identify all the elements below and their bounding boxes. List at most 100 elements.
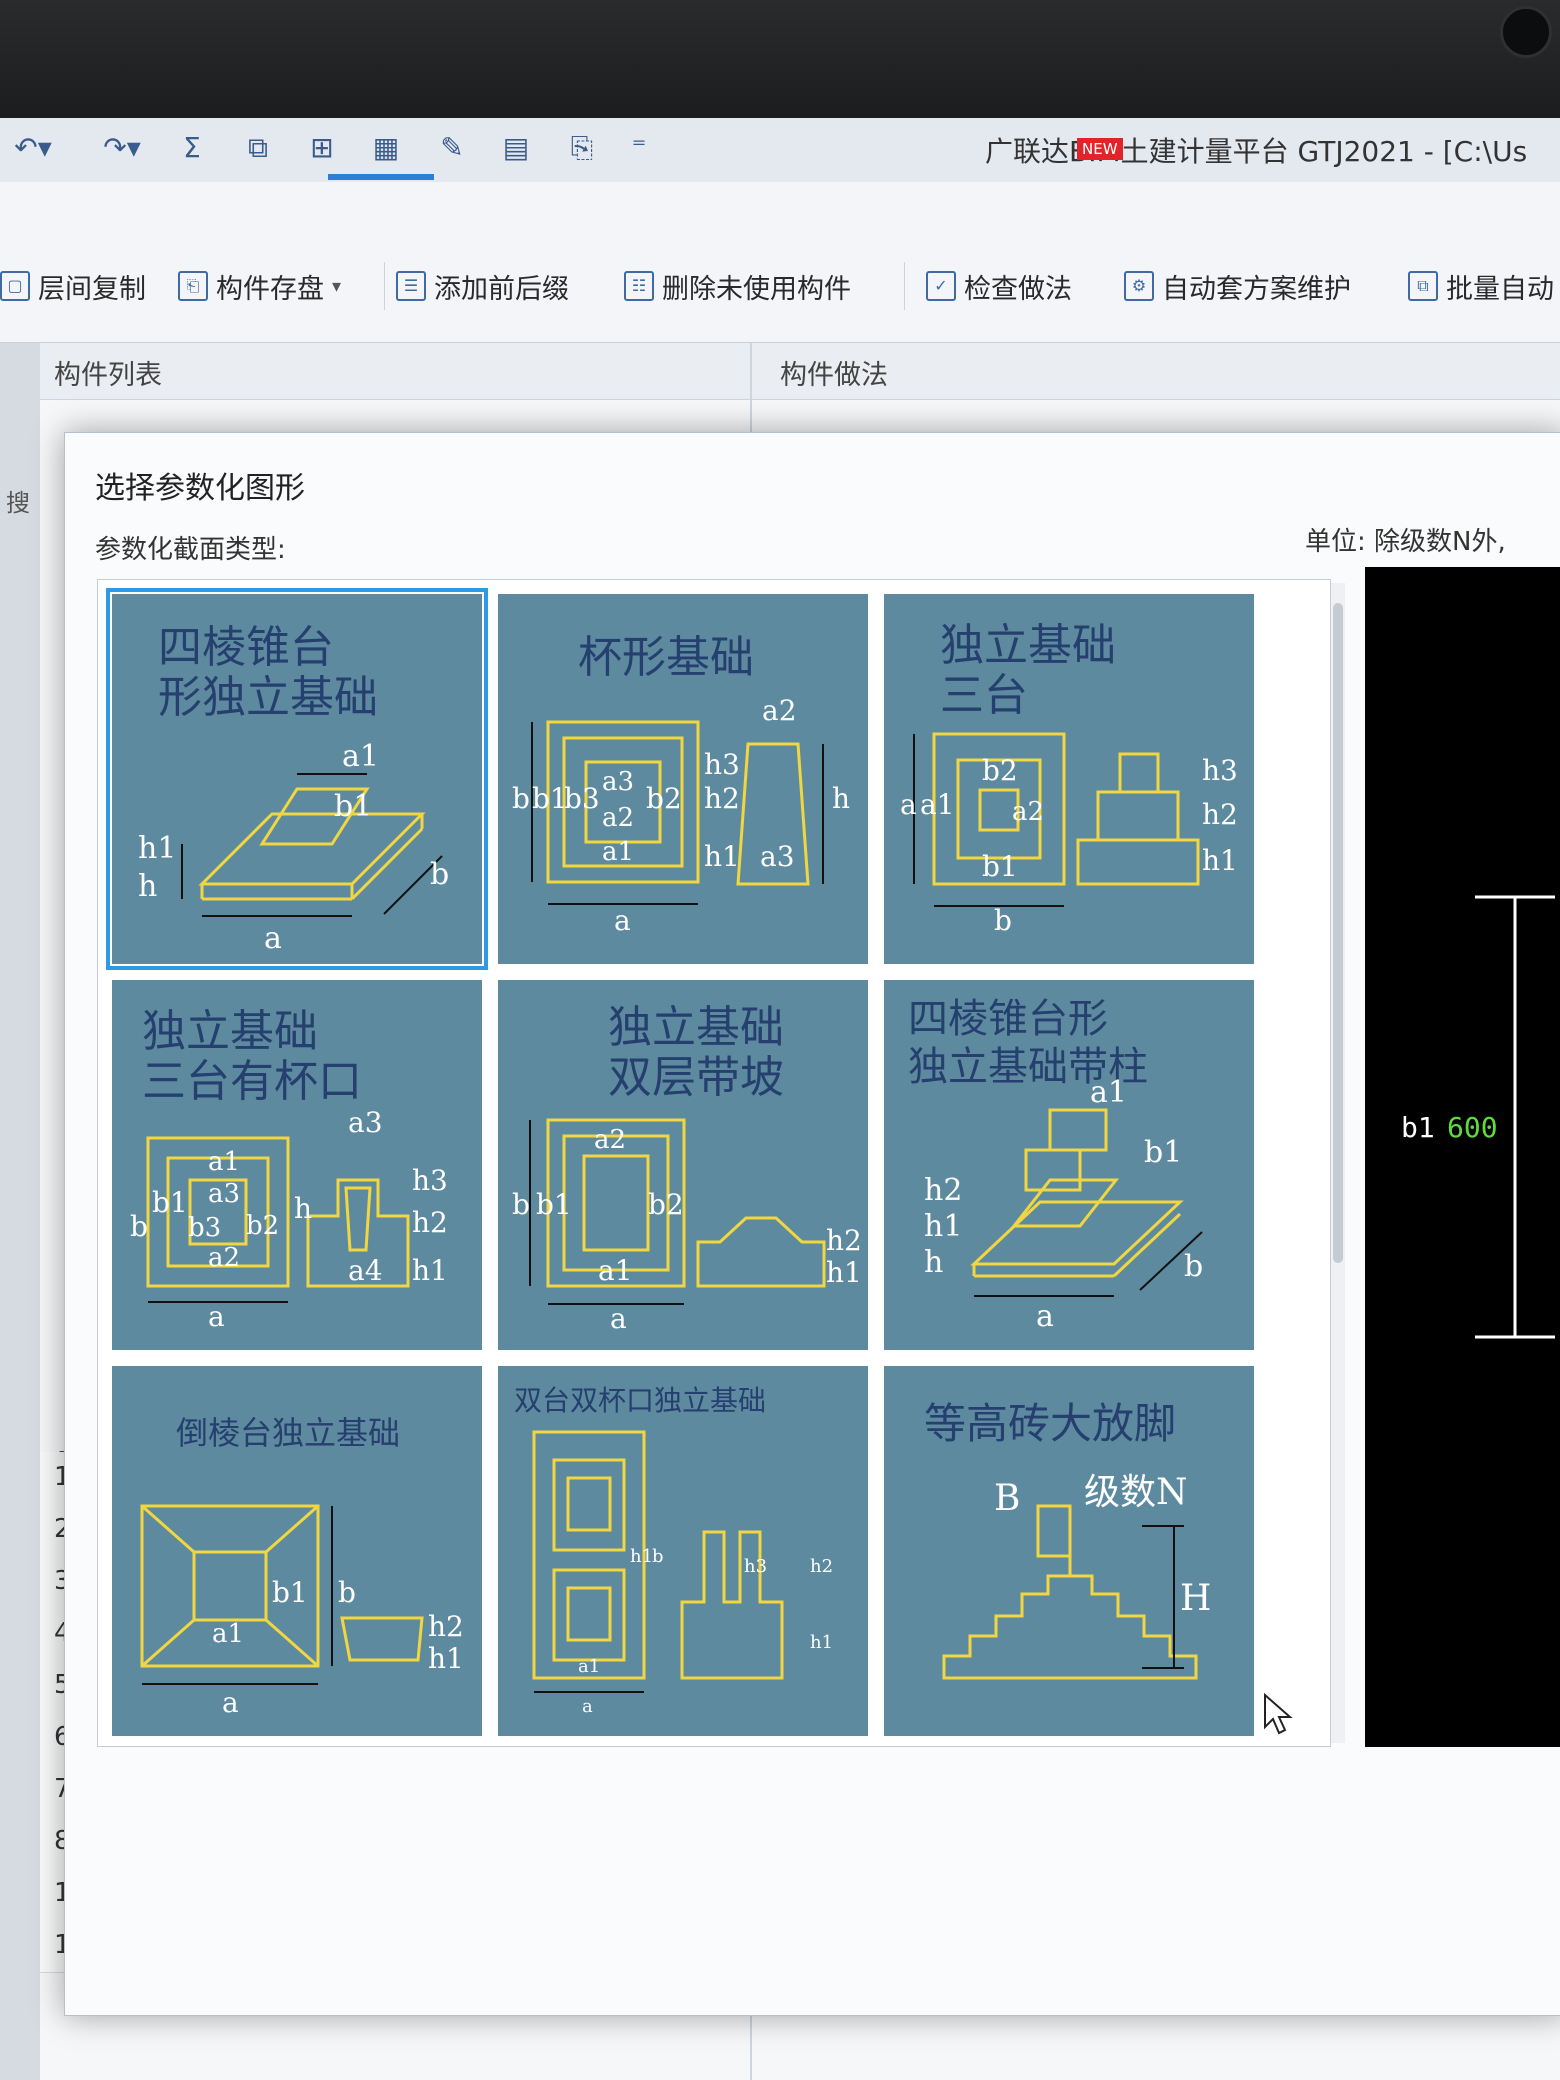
dim-label: b1 [532, 782, 568, 815]
dim-label: b2 [246, 1211, 279, 1241]
dim-label: h2 [704, 782, 740, 815]
tile-drawing: 独立基础 三台 a a1 b2 a2 b1 b h3 h2 [900, 620, 1238, 937]
dim-label: a [610, 1302, 627, 1335]
dim-label: a1 [602, 837, 634, 867]
add-prefix-suffix-button[interactable]: ☰ 添加前后缀 [396, 266, 569, 306]
dim-label: a3 [602, 767, 634, 797]
save-component-button[interactable]: ⎗ 构件存盘 ▾ [178, 266, 341, 306]
left-tab-search[interactable]: 搜 [6, 489, 30, 517]
dim-label: a3 [208, 1179, 240, 1209]
tile-title: 独立基础带柱 [908, 1044, 1148, 1090]
edit-icon[interactable]: ✎ [440, 131, 464, 164]
dim-label: 级数N [1084, 1472, 1188, 1513]
panel-header [752, 343, 1560, 400]
preview-drawing: b1 600 [1401, 895, 1555, 1339]
dim-label: b3 [188, 1213, 221, 1243]
dim-label: h1 [428, 1642, 464, 1675]
dim-label: b1 [1144, 1135, 1182, 1170]
floor-copy-icon: ▢ [0, 271, 30, 301]
shape-grid: 四棱锥台 形独立基础 a1 b1 h1 h a b [97, 579, 1331, 1747]
shape-tile[interactable]: 杯形基础 a2 b b1 b3 a3 b2 a2 a1 a h3 [498, 594, 868, 964]
divider [904, 262, 905, 310]
shape-tile[interactable]: 双台双杯口独立基础 b h1 h3 h2 h1 a1 a [498, 1366, 868, 1736]
dim-label: a3 [760, 840, 795, 873]
shape-tile[interactable]: 独立基础 三台有杯口 a1 a3 a2 b1 b b3 b2 a a [112, 980, 482, 1350]
dim-label: a3 [348, 1106, 383, 1139]
dim-label: a1 [578, 1656, 600, 1677]
tile-title: 三台有杯口 [142, 1056, 362, 1107]
dim-label: a2 [594, 1125, 626, 1155]
dim-label: b [1184, 1249, 1203, 1284]
undo-icon[interactable]: ↶▾ [14, 131, 52, 164]
scrollbar-thumb[interactable] [1333, 603, 1343, 1263]
dim-label: a4 [348, 1254, 383, 1287]
tile-title: 四棱锥台形 [908, 996, 1108, 1042]
shape-tile[interactable]: 四棱锥台形 独立基础带柱 a1 b1 h2 h1 h a b [884, 980, 1254, 1350]
dim-label: a [1036, 1299, 1054, 1334]
grid-icon[interactable]: ▦ [372, 131, 400, 164]
table-icon[interactable]: ⊞ [310, 131, 334, 164]
ribbon-toolbar: ▢ 层间复制 ⎗ 构件存盘 ▾ ☰ 添加前后缀 ☷ 删除未使用构件 ✓ 检查做法… [0, 182, 1560, 343]
auto-scheme-button[interactable]: ⚙ 自动套方案维护 [1124, 266, 1351, 306]
dim-label: h1 [924, 1209, 962, 1244]
shape-tile[interactable]: 等高砖大放脚 B 级数N H [884, 1366, 1254, 1736]
dim-label: b3 [564, 782, 600, 815]
select-parametric-shape-dialog: 选择参数化图形 参数化截面类型: 单位: 除级数N外, 四棱锥台 形独立基础 a… [64, 432, 1560, 2016]
check-method-button[interactable]: ✓ 检查做法 [926, 266, 1072, 306]
chevron-down-icon[interactable]: ▾ [332, 275, 342, 297]
shape-tile[interactable]: 独立基础 双层带坡 a2 b b1 b2 a1 a h2 h1 [498, 980, 868, 1350]
dim-label: h1 [412, 1254, 448, 1287]
tile-drawing: 倒棱台独立基础 b1 b a1 a h2 h1 [140, 1414, 464, 1719]
dim-label: h [138, 869, 157, 904]
floor-copy-button[interactable]: ▢ 层间复制 [0, 266, 146, 306]
shape-tile[interactable]: 四棱锥台 形独立基础 a1 b1 h1 h a b [106, 588, 488, 970]
floor-copy-label: 层间复制 [38, 273, 146, 305]
auto-scheme-icon: ⚙ [1124, 271, 1154, 301]
dim-label: a [264, 921, 282, 956]
dim-label: b2 [646, 782, 682, 815]
dim-label: b [994, 904, 1012, 937]
redo-icon[interactable]: ↷▾ [103, 131, 141, 164]
window-icon[interactable]: ⎘ [570, 131, 594, 164]
batch-auto-label: 批量自动 [1446, 273, 1554, 305]
dim-label: h2 [826, 1224, 862, 1257]
batch-auto-icon: ⧉ [1408, 271, 1438, 301]
tile-title: 等高砖大放脚 [924, 1399, 1176, 1448]
dim-label: h1 [826, 1256, 862, 1289]
unit-label: 单位: 除级数N外, [1305, 527, 1506, 557]
camera-icon [1500, 6, 1552, 58]
tile-title: 三台 [940, 670, 1028, 721]
save-component-label: 构件存盘 [216, 273, 324, 305]
divider [384, 262, 385, 310]
auto-scheme-label: 自动套方案维护 [1162, 273, 1351, 305]
dim-label: h2 [428, 1610, 464, 1643]
dim-label: h [924, 1245, 943, 1280]
batch-auto-button[interactable]: ⧉ 批量自动 [1408, 266, 1554, 306]
tile-drawing: 杯形基础 a2 b b1 b3 a3 b2 a2 a1 a h3 [512, 632, 850, 937]
dim-label: a2 [762, 694, 797, 727]
delete-unused-label: 删除未使用构件 [662, 273, 851, 305]
dim-label: h [294, 1192, 312, 1225]
shape-tile[interactable]: 独立基础 三台 a a1 b2 a2 b1 b h3 h2 [884, 594, 1254, 964]
dim-label: h [832, 782, 850, 815]
tile-title: 双层带坡 [608, 1052, 784, 1103]
sigma-icon[interactable]: Σ [183, 131, 201, 164]
delete-unused-button[interactable]: ☷ 删除未使用构件 [624, 266, 851, 306]
application-window: ↶▾ ↷▾ Σ ⧉ ⊞ ▦ ✎ ▤ ⎘ ⁼ 广联达BIM土建计量平台 GTJ20… [0, 118, 1560, 2080]
new-badge: NEW [1077, 138, 1123, 160]
dim-label: b1 [152, 1186, 188, 1219]
dim-label: h3 [412, 1164, 448, 1197]
dim-label: a2 [208, 1243, 240, 1273]
floor-copy-icon[interactable]: ⧉ [248, 131, 268, 164]
more-icon[interactable]: ⁼ [631, 131, 647, 164]
dim-label: h1 [1202, 844, 1238, 877]
delete-unused-icon: ☷ [624, 271, 654, 301]
select-icon[interactable]: ▤ [502, 131, 530, 164]
check-method-icon: ✓ [926, 271, 956, 301]
shape-tile[interactable]: 倒棱台独立基础 b1 b a1 a h2 h1 [112, 1366, 482, 1736]
dim-label: a1 [920, 788, 955, 821]
dim-label: b1 [334, 789, 372, 824]
tile-drawing: 独立基础 双层带坡 a2 b b1 b2 a1 a h2 h1 [512, 1002, 862, 1335]
active-indicator [328, 174, 434, 180]
dim-label: h2 [810, 1556, 833, 1577]
